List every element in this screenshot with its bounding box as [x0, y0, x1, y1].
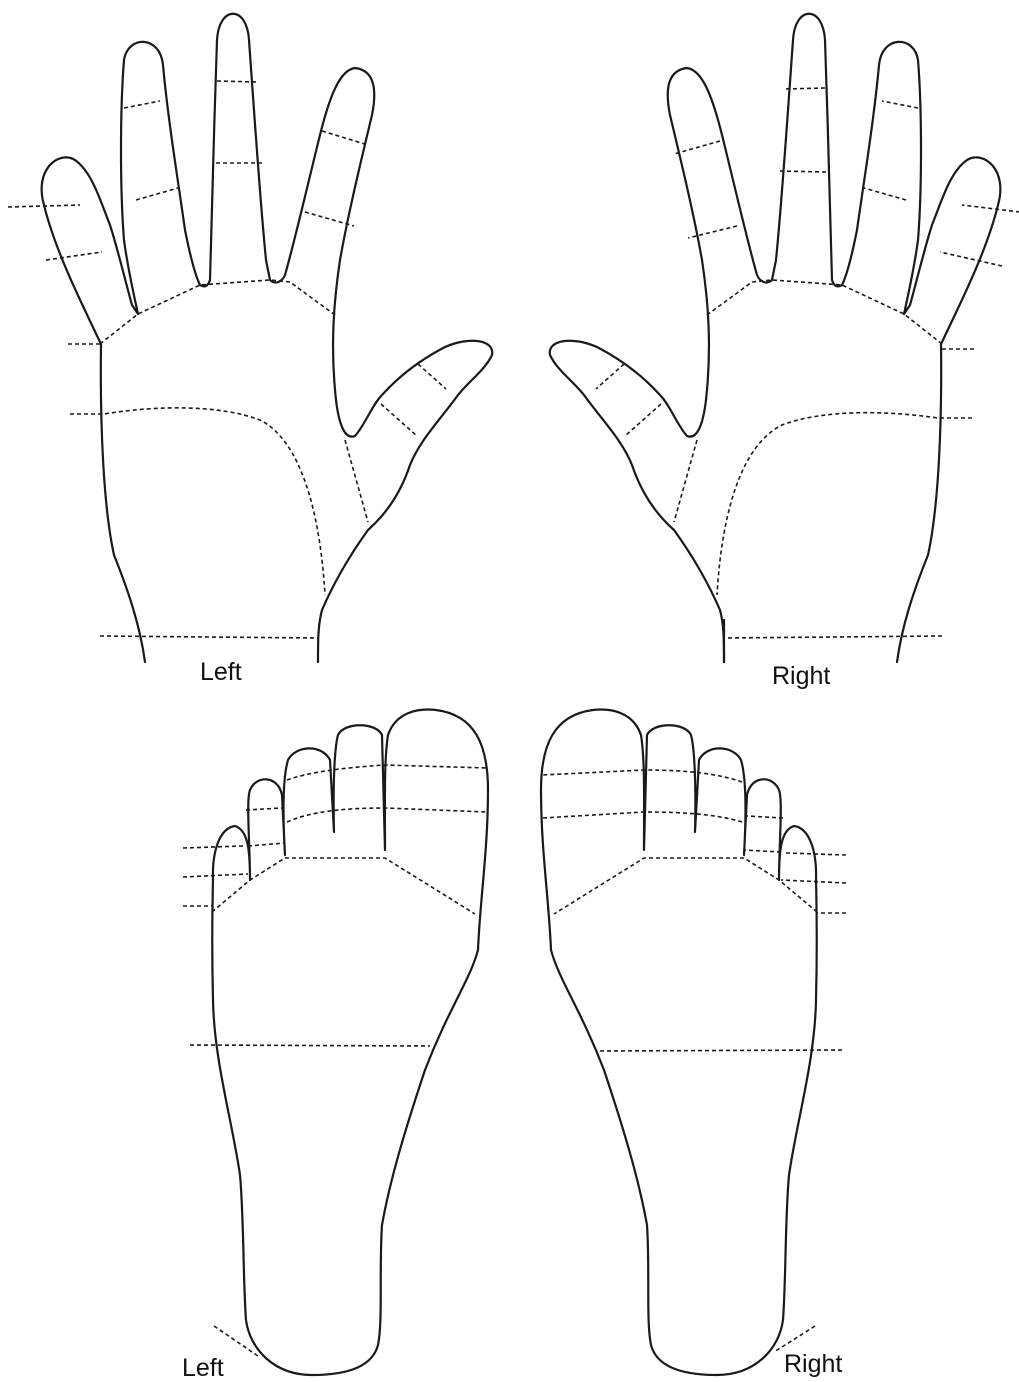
right-foot-outline — [541, 710, 817, 1375]
right-foot — [541, 710, 846, 1375]
left-hand-label: Left — [200, 658, 242, 686]
left-hand: Left — [8, 14, 492, 686]
right-foot-label: Right — [784, 1350, 842, 1378]
left-hand-outline — [42, 14, 493, 662]
right-hand-outline — [550, 14, 1001, 662]
right-hand — [550, 14, 1019, 662]
right-hand-label: Right — [772, 662, 830, 690]
left-foot-label: Left — [182, 1354, 224, 1382]
left-foot: Left — [182, 710, 488, 1382]
